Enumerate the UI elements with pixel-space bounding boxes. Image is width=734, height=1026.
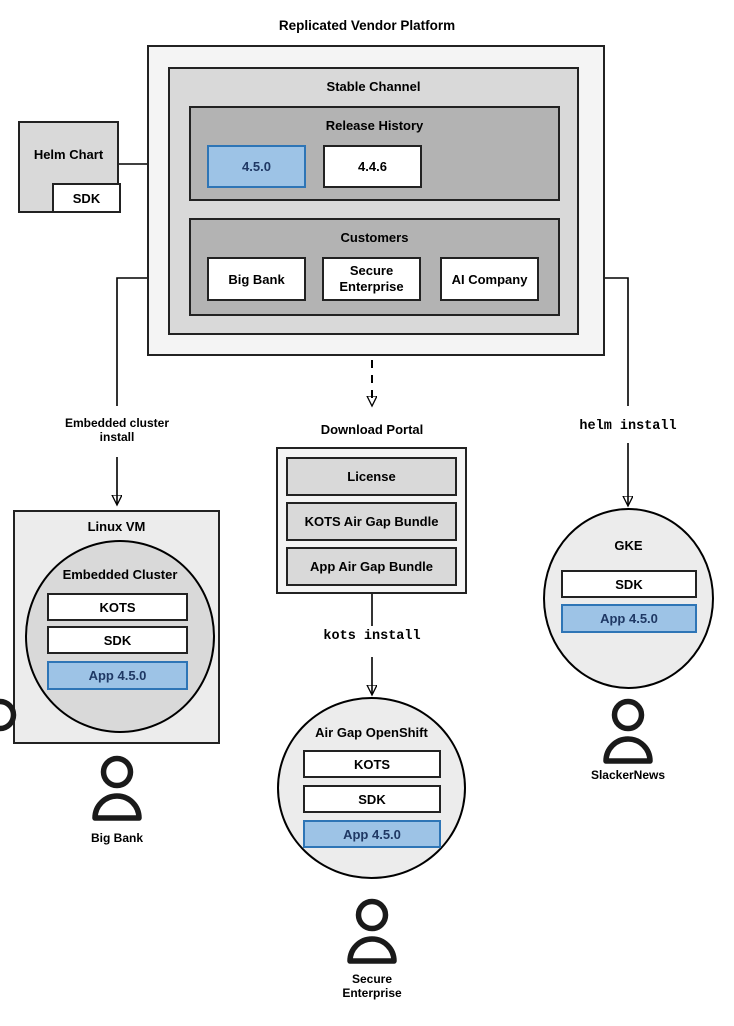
- linux-vm-component-kots[interactable]: KOTS: [47, 593, 188, 621]
- stable-channel-title: Stable Channel: [326, 79, 421, 94]
- download-portal-title: Download Portal: [320, 422, 424, 437]
- actor-label-big-bank: Big Bank: [90, 831, 143, 845]
- download-portal-artifact-license[interactable]: License: [286, 457, 457, 496]
- customers-title: Customers: [340, 230, 409, 245]
- customer-secure-enterprise-line2: Enterprise: [339, 279, 404, 294]
- edge-label-kots-install: kots install: [323, 629, 421, 644]
- download-portal-artifact-app-bundle[interactable]: App Air Gap Bundle: [286, 547, 457, 586]
- page-title: Replicated Vendor Platform: [278, 18, 456, 33]
- release-history-title: Release History: [325, 118, 424, 133]
- download-portal-artifact-kots-bundle[interactable]: KOTS Air Gap Bundle: [286, 502, 457, 541]
- edge-label-embedded-cluster-install-line1: Embedded cluster: [64, 416, 170, 430]
- gke-ellipse: [543, 508, 714, 689]
- actor-label-secure-enterprise-line2: Enterprise: [342, 986, 402, 1001]
- embedded-cluster-title: Embedded Cluster: [62, 567, 178, 582]
- openshift-component-kots[interactable]: KOTS: [303, 750, 441, 778]
- linux-vm-title: Linux VM: [87, 519, 146, 534]
- release-version-4-4-6[interactable]: 4.4.6: [323, 145, 422, 188]
- gke-title: GKE: [614, 538, 643, 553]
- openshift-component-app[interactable]: App 4.5.0: [303, 820, 441, 848]
- edge-label-embedded-cluster-install-line2: install: [99, 430, 135, 445]
- customer-ai-company[interactable]: AI Company: [440, 257, 539, 301]
- gke-component-sdk[interactable]: SDK: [561, 570, 697, 598]
- customer-big-bank[interactable]: Big Bank: [207, 257, 306, 301]
- actor-label-slackernews: SlackerNews: [590, 768, 666, 782]
- edge-label-helm-install: helm install: [579, 419, 677, 434]
- air-gap-openshift-title: Air Gap OpenShift: [315, 725, 428, 740]
- helm-chart-sdk-box[interactable]: SDK: [52, 183, 121, 213]
- helm-chart-label: Helm Chart: [33, 146, 104, 162]
- customer-secure-enterprise[interactable]: Secure Enterprise: [322, 257, 421, 301]
- openshift-component-sdk[interactable]: SDK: [303, 785, 441, 813]
- linux-vm-component-app[interactable]: App 4.5.0: [47, 661, 188, 690]
- actor-label-secure-enterprise: Secure Enterprise: [292, 972, 452, 1000]
- edge-label-embedded-cluster-install: Embedded cluster install: [37, 416, 197, 444]
- release-version-4-5-0[interactable]: 4.5.0: [207, 145, 306, 188]
- customer-secure-enterprise-line1: Secure: [349, 262, 394, 278]
- actor-label-secure-enterprise-line1: Secure: [351, 972, 393, 986]
- linux-vm-component-sdk[interactable]: SDK: [47, 626, 188, 654]
- gke-component-app[interactable]: App 4.5.0: [561, 604, 697, 633]
